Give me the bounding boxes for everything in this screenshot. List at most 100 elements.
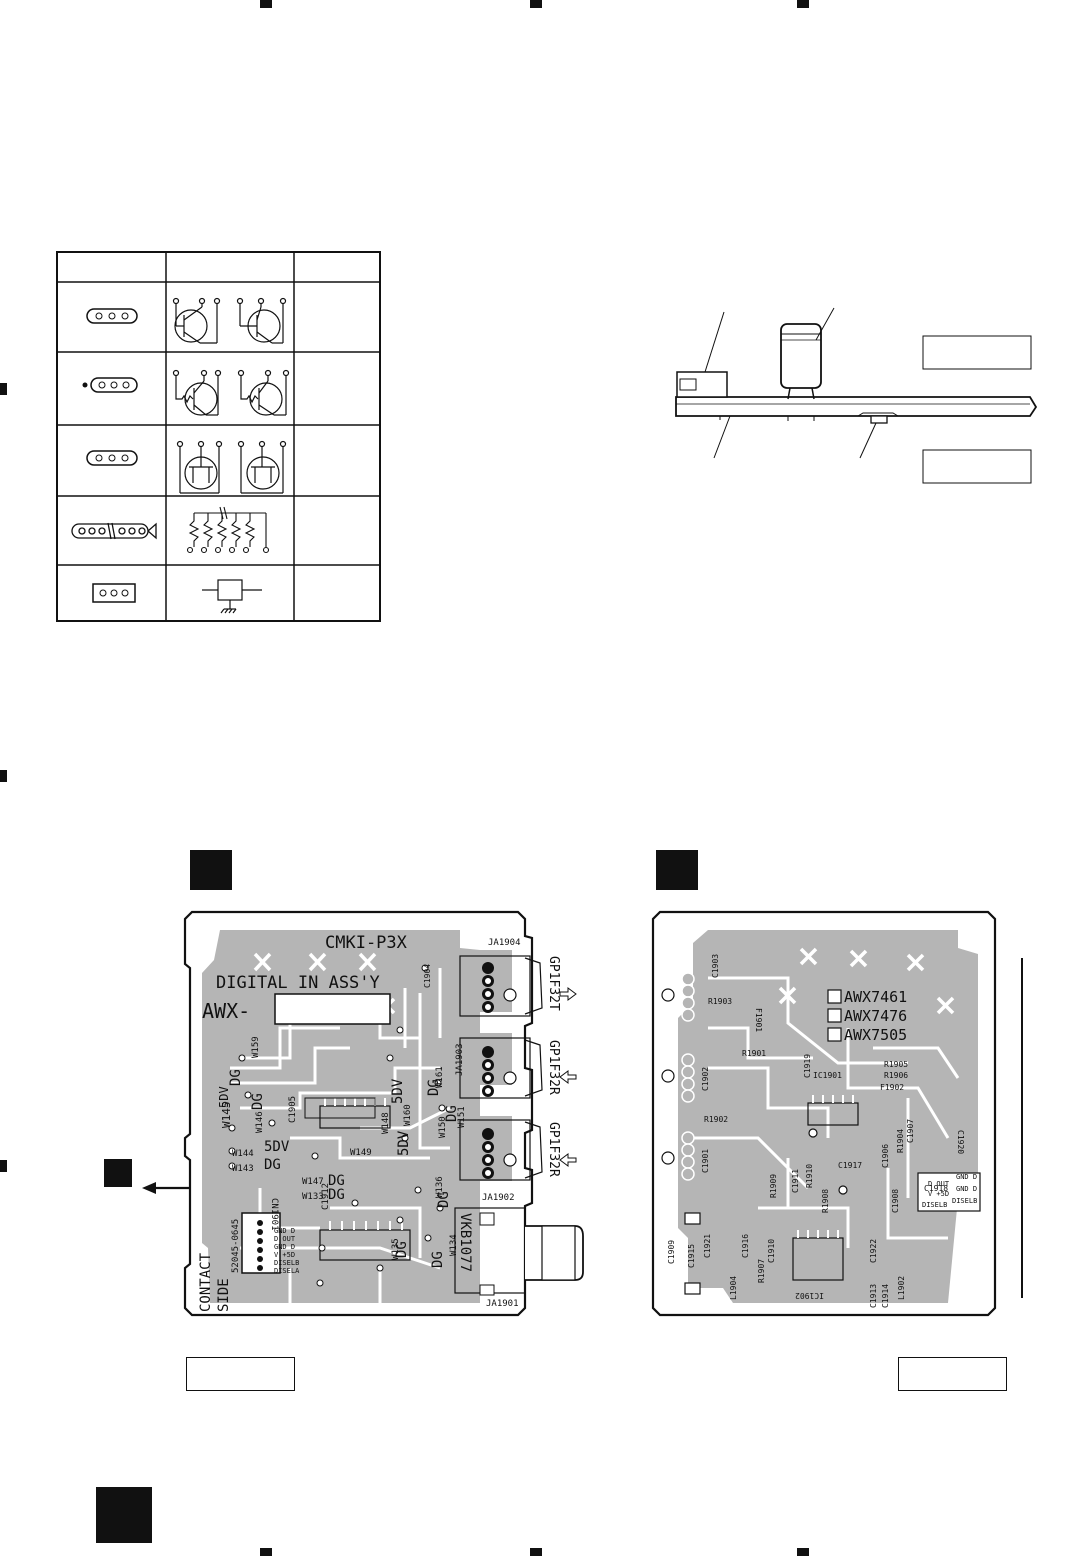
component-ref-label: L1902 <box>897 1276 906 1300</box>
component-ref-label: DG <box>264 1157 281 1173</box>
registration-mark-top-3 <box>797 0 809 8</box>
section-marker-a <box>190 850 232 890</box>
component-ref-label: W144 <box>232 1149 254 1159</box>
board-b-component-labels: C1903R1903F1901R1901C1919C1902R1902C1901… <box>667 954 965 1308</box>
component-ref-label: C1904 <box>423 964 432 988</box>
connector-ref: CN1901 <box>269 1198 279 1231</box>
component-ref-label: C1919 <box>803 1054 812 1078</box>
component-ref-label: C1922 <box>869 1239 878 1263</box>
digital-in-pcb-solder-side: AWX7461 AWX7476 AWX7505 D OUT V +5D DISE… <box>651 910 997 1317</box>
component-ref-label: W133 <box>302 1192 324 1202</box>
box-line-1: D OUT <box>928 1180 950 1188</box>
jack-ref-1: JA1904 <box>488 938 521 948</box>
component-ref-label: C1916 <box>741 1234 750 1258</box>
component-ref-label: 5DV <box>264 1139 290 1155</box>
transistor-schematic-symbol <box>172 297 287 344</box>
component-ref-label: R1905 <box>884 1060 908 1069</box>
digital-transistor-footprint-symbol <box>82 377 138 393</box>
fet-footprint-symbol <box>86 450 138 466</box>
component-ref-label: C1921 <box>703 1234 712 1258</box>
registration-mark-bottom-1 <box>260 1548 272 1556</box>
component-ref-label: C1910 <box>767 1239 776 1263</box>
resistor-array-footprint-symbol <box>71 522 157 540</box>
component-ref-label: R1910 <box>805 1164 814 1188</box>
board-subtitle: DIGITAL IN ASS'Y <box>216 973 380 993</box>
box-right-3: DISELB <box>952 1197 977 1205</box>
component-ref-label: W136 <box>435 1176 445 1198</box>
regulator-schematic-symbol <box>202 579 262 614</box>
component-ref-label: DG <box>250 1093 266 1110</box>
component-ref-label: R1906 <box>884 1071 908 1080</box>
jack-ref-5: JA1901 <box>486 1299 519 1309</box>
jack-label-2: GP1F32R <box>546 1040 561 1095</box>
contact-side-label-1: CONTACT <box>198 1252 214 1312</box>
digital-in-pcb-component-side: CMKI-P3X DIGITAL IN ASS'Y AWX- JA1904 JA… <box>183 910 584 1317</box>
component-ref-label: DG <box>328 1187 345 1203</box>
component-ref-label: C1912 <box>321 1183 331 1210</box>
component-ref-label: C1907 <box>906 1119 915 1143</box>
jack-label-1: GP1F32T <box>546 956 561 1011</box>
component-ref-label: C1920 <box>956 1130 965 1154</box>
registration-mark-left-1 <box>0 383 7 395</box>
component-ref-label: 5DV <box>390 1078 406 1104</box>
component-ref-label: IC1901 <box>813 1071 842 1080</box>
connector-marker <box>104 1159 132 1187</box>
connector-part: 52045-0645 <box>231 1219 241 1273</box>
connector-pin-2: D OUT <box>274 1235 296 1243</box>
component-ref-label: 5DV <box>396 1130 412 1156</box>
component-ref-label: W151 <box>457 1106 467 1128</box>
dimension-line <box>1021 958 1023 1298</box>
connector-pin-1: GND D <box>274 1227 295 1235</box>
component-ref-label: W161 <box>435 1066 445 1088</box>
registration-mark-bottom-2 <box>530 1548 542 1556</box>
box-right-2: GND D <box>956 1185 977 1193</box>
connector-pin-4: V +5D <box>274 1251 295 1259</box>
component-ref-label: W160 <box>403 1104 413 1126</box>
component-ref-label: W146 <box>255 1111 265 1133</box>
jack-ref-4: JA1902 <box>482 1193 515 1203</box>
component-ref-label: 5DV <box>217 1086 231 1108</box>
component-ref-label: W159 <box>251 1036 261 1058</box>
component-ref-label: R1902 <box>704 1115 728 1124</box>
jack-part-label: VKB1077 <box>457 1213 473 1272</box>
variant-label-1: AWX7461 <box>844 988 907 1006</box>
component-ref-label: C1908 <box>891 1189 900 1213</box>
electrolytic-capacitor-icon <box>780 323 822 400</box>
component-ref-label: IC1902 <box>795 1291 824 1300</box>
component-ref-label: W143 <box>232 1164 254 1174</box>
variant-label-3: AWX7505 <box>844 1026 907 1044</box>
component-ref-label: C1911 <box>791 1169 800 1193</box>
component-ref-label: C1918 <box>924 1184 948 1193</box>
regulator-footprint-symbol <box>92 583 136 603</box>
component-legend-table <box>56 251 381 622</box>
component-ref-label: C1903 <box>711 954 720 978</box>
component-ref-label: C1906 <box>881 1144 890 1168</box>
component-ref-label: R1904 <box>896 1129 905 1153</box>
component-ref-label: R1909 <box>769 1174 778 1198</box>
component-ref-label: DG <box>228 1069 244 1086</box>
component-ref-label: C1905 <box>288 1096 298 1123</box>
component-ref-label: C1901 <box>701 1149 710 1173</box>
digital-transistor-schematic-symbol <box>172 369 290 416</box>
contact-side-label-2: SIDE <box>216 1278 232 1312</box>
component-ref-label: W134 <box>449 1234 459 1256</box>
component-ref-label: DG <box>394 1241 410 1258</box>
component-ref-label: DG <box>430 1251 446 1268</box>
registration-mark-left-2 <box>0 770 7 782</box>
component-ref-label: W135 <box>391 1238 401 1260</box>
component-ref-label: W149 <box>350 1148 372 1158</box>
component-ref-label: C1909 <box>667 1240 676 1264</box>
component-ref-label: W148 <box>381 1112 391 1134</box>
component-ref-label: R1908 <box>821 1189 830 1213</box>
component-ref-label: C1914 <box>881 1284 890 1308</box>
component-ref-label: W150 <box>438 1116 448 1138</box>
component-ref-label: F1902 <box>880 1083 904 1092</box>
component-ref-label: R1903 <box>708 997 732 1006</box>
fet-schematic-symbol <box>176 440 287 494</box>
jack-label-3: GP1F32R <box>546 1122 561 1177</box>
component-ref-label: W147 <box>302 1177 324 1187</box>
component-ref-label: R1907 <box>757 1259 766 1283</box>
connector-pin-5: DISELB <box>274 1259 299 1267</box>
registration-mark-top-2 <box>530 0 542 8</box>
